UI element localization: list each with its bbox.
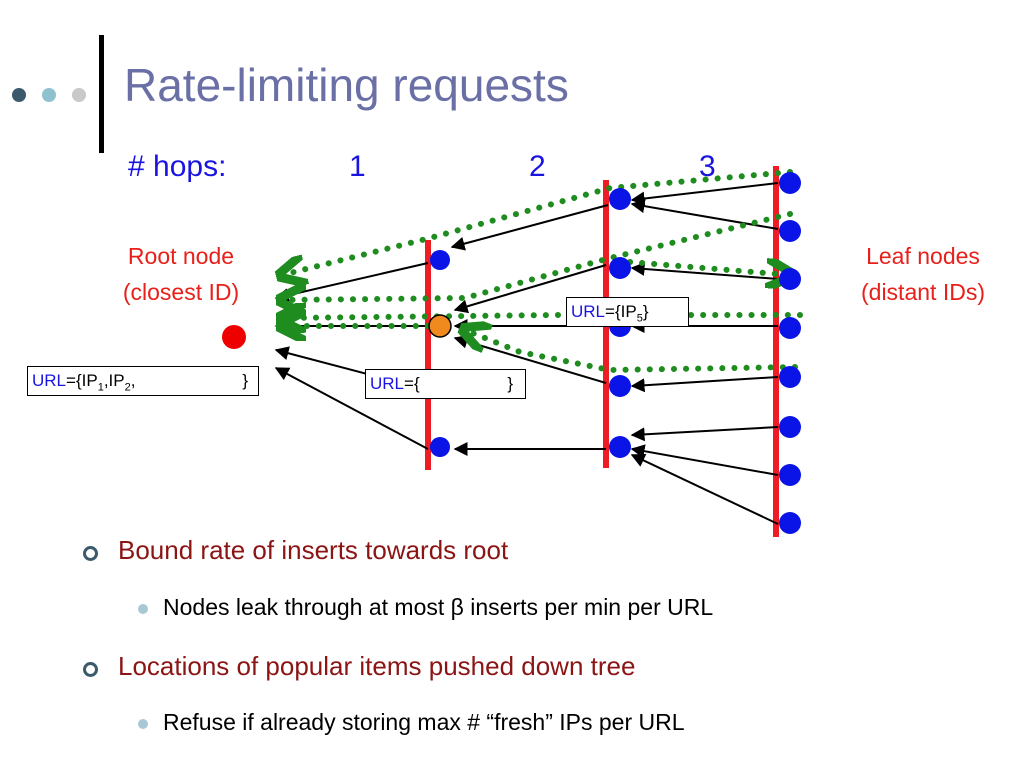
leaf-node-6 (779, 416, 801, 438)
dotted-path-3 (282, 315, 803, 318)
arrow-l1-root-1 (274, 262, 429, 302)
url-value-part: ,IP (103, 371, 125, 390)
node-l2-1 (609, 188, 631, 210)
header-dot-light (42, 88, 56, 102)
header-divider (99, 35, 104, 153)
arrow-l2-l1-1 (450, 204, 609, 251)
header-dot-dark (12, 88, 26, 102)
bullet-ring-icon (83, 662, 98, 677)
bullet-level2: Refuse if already storing max # “fresh” … (163, 709, 685, 735)
url-keyword: URL (370, 374, 405, 393)
url-value-end: } (242, 371, 248, 390)
node-l2-5 (609, 436, 631, 458)
arrow-l3-l2-3 (630, 261, 779, 280)
header-dots (12, 88, 92, 104)
arrow-l3-l2-7 (630, 444, 779, 476)
leaf-node-3 (779, 268, 801, 290)
dotted-path-2 (282, 211, 793, 300)
root-node-label-line1: Root node (127, 243, 235, 269)
node-l1-2 (430, 437, 450, 457)
root-node (222, 325, 246, 349)
arrow-l1-root-4 (274, 367, 429, 450)
url-subscript-1: 1 (97, 381, 104, 394)
root-node-label-line2: (closest ID) (122, 279, 240, 305)
dotted-path-4 (465, 330, 798, 374)
arrow-l3-l2-1 (630, 182, 779, 206)
hop-number-3: 3 (699, 150, 716, 183)
hop-number-2: 2 (529, 150, 546, 183)
url-value-part: ={IP (66, 371, 98, 390)
node-l1-highlight (428, 314, 452, 338)
bullet-dot-icon (138, 719, 148, 729)
leaf-node-5 (779, 366, 801, 388)
url-subscript-2: 2 (124, 381, 131, 394)
url-subscript: 5 (636, 312, 643, 325)
dotted-path-5 (627, 262, 790, 275)
url-value-end: } (507, 374, 513, 393)
url-box-level2: URL={IP5} (566, 297, 689, 327)
bullet-level2: Nodes leak through at most β inserts per… (163, 594, 714, 620)
leaf-node-7 (779, 464, 801, 486)
bullet-dot-icon (138, 604, 148, 614)
leaf-node-4 (779, 317, 801, 339)
leaf-nodes-label-line2: (distant IDs) (861, 279, 985, 305)
node-l2-2 (609, 257, 631, 279)
url-value-part: , (130, 371, 136, 390)
leaf-node-1 (779, 172, 801, 194)
hops-label: # hops: (128, 150, 227, 183)
node-l1-1 (430, 250, 450, 270)
node-l2-4 (609, 375, 631, 397)
slide-title: Rate-limiting requests (124, 59, 569, 111)
url-value-part: ={ (404, 374, 420, 393)
leaf-nodes-label: Leaf nodes (distant IDs) (828, 238, 1018, 310)
leaf-node-2 (779, 220, 801, 242)
arrow-l3-l2-5 (630, 376, 779, 393)
header-dot-pale (72, 88, 86, 102)
leaf-node-8 (779, 512, 801, 534)
leaf-nodes-label-line1: Leaf nodes (866, 243, 980, 269)
bullet-level1: Locations of popular items pushed down t… (118, 651, 636, 681)
hop-number-1: 1 (349, 150, 366, 183)
arrow-l3-l2-8 (630, 454, 779, 525)
root-node-label: Root node (closest ID) (96, 238, 266, 310)
bullet-ring-icon (83, 546, 98, 561)
url-box-level1: URL={} (365, 369, 526, 399)
bullet-level1: Bound rate of inserts towards root (118, 535, 509, 565)
arrow-l3-l2-6 (630, 426, 779, 442)
url-keyword: URL (571, 302, 606, 321)
arrow-l2-l1-2 (453, 264, 607, 314)
url-value-end: } (642, 302, 649, 321)
url-keyword: URL (32, 371, 67, 390)
url-value-part: ={IP (605, 302, 637, 321)
url-box-root: URL={IP1,IP2,} (27, 366, 259, 396)
